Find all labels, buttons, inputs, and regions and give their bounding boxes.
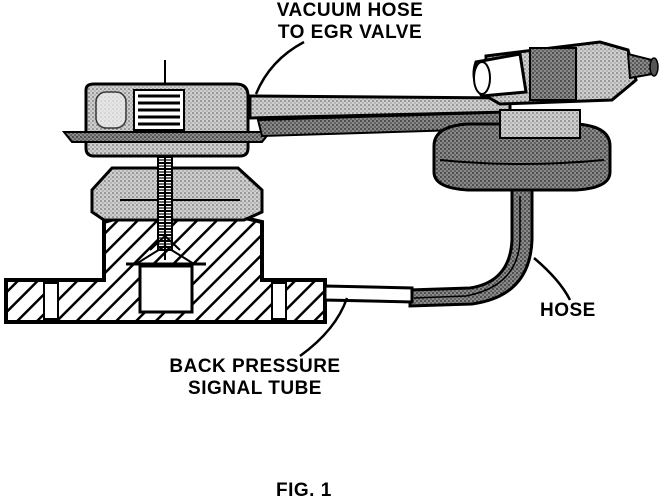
hose-label: HOSE <box>540 300 596 322</box>
back-pressure-label-line-2: SIGNAL TUBE <box>188 378 322 399</box>
diaphragm-housing <box>61 82 273 158</box>
leader-lines <box>254 40 572 358</box>
hose-label-text: HOSE <box>540 300 596 321</box>
back-pressure-label-line-1: BACK PRESSURE <box>169 356 341 377</box>
figure-caption-text: FIG. 1 <box>276 480 332 501</box>
signal-hose <box>408 188 534 308</box>
figure-caption: FIG. 1 <box>276 480 332 502</box>
back-pressure-transducer <box>432 40 659 192</box>
vacuum-hose-label-line-1: VACUUM HOSE <box>276 0 424 21</box>
hose-leader <box>533 257 572 301</box>
back-pressure-signal-tube <box>323 284 414 304</box>
valve-base-flange <box>4 212 327 324</box>
back-pressure-label: BACK PRESSURE SIGNAL TUBE <box>140 356 370 400</box>
back-pressure-leader <box>299 297 349 358</box>
valve-body <box>90 166 264 222</box>
vacuum-hose-label: VACUUM HOSE TO EGR VALVE <box>250 0 450 44</box>
vacuum-hose-label-line-2: TO EGR VALVE <box>277 22 423 43</box>
vacuum-hose-leader <box>254 40 305 95</box>
